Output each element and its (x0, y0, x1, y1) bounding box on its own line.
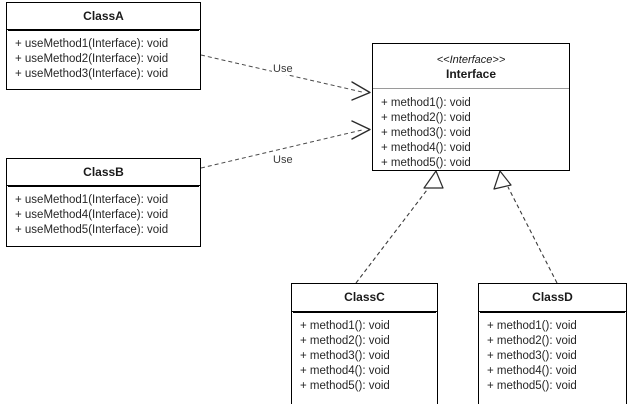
realization-line-classc (355, 185, 431, 284)
classc-header: ClassC (292, 284, 437, 312)
classd-member-2: + method2(): void (487, 335, 577, 347)
classd-title: ClassD (532, 290, 573, 304)
classd-members: + method1(): void + method2(): void + me… (479, 312, 626, 400)
realization-line-classd (507, 186, 558, 284)
interface-member-1: + method1(): void (381, 97, 471, 109)
class-box-interface[interactable]: <<Interface>> Interface + method1(): voi… (372, 43, 570, 171)
classa-title: ClassA (83, 8, 124, 23)
classa-member-2: + useMethod2(Interface): void (15, 53, 169, 65)
classc-member-2: + method2(): void (300, 335, 390, 347)
classb-title: ClassB (83, 164, 124, 179)
classa-members: + useMethod1(Interface): void + useMetho… (7, 30, 200, 88)
classa-member-3: + useMethod3(Interface): void (15, 68, 169, 80)
interface-member-4: + method4(): void (381, 142, 471, 154)
interface-member-3: + method3(): void (381, 127, 471, 139)
interface-member-5: + method5(): void (381, 157, 471, 169)
open-arrowhead-classb (351, 120, 371, 140)
classd-member-5: + method5(): void (487, 380, 577, 392)
realization-classc-to-interface (355, 170, 444, 284)
classc-member-1: + method1(): void (300, 320, 390, 332)
class-box-classd[interactable]: ClassD + method1(): void + method2(): vo… (478, 283, 627, 404)
classc-member-3: + method3(): void (300, 350, 390, 362)
realization-classd-to-interface (493, 170, 558, 284)
interface-member-2: + method2(): void (381, 112, 471, 124)
classa-member-1: + useMethod1(Interface): void (15, 38, 169, 50)
classb-members: + useMethod1(Interface): void + useMetho… (7, 186, 200, 244)
classb-member-2: + useMethod4(Interface): void (15, 209, 169, 221)
class-box-classb[interactable]: ClassB + useMethod1(Interface): void + u… (6, 158, 201, 247)
classa-header: ClassA (7, 3, 200, 30)
interface-header: <<Interface>> Interface (373, 44, 569, 89)
open-arrowhead-classa (351, 81, 371, 101)
dependency-classa-to-interface (200, 54, 371, 101)
relationship-label-use-classa: Use (272, 63, 294, 75)
class-box-classa[interactable]: ClassA + useMethod1(Interface): void + u… (6, 2, 201, 90)
classb-member-3: + useMethod5(Interface): void (15, 224, 169, 236)
classd-member-3: + method3(): void (487, 350, 577, 362)
classd-header: ClassD (479, 284, 626, 312)
relationship-label-use-classb: Use (272, 154, 294, 166)
interface-stereotype: <<Interface>> (436, 53, 506, 66)
classb-member-1: + useMethod1(Interface): void (15, 194, 169, 206)
interface-members: + method1(): void + method2(): void + me… (373, 89, 569, 177)
classc-title: ClassC (344, 290, 385, 304)
classc-members: + method1(): void + method2(): void + me… (292, 312, 437, 400)
classd-member-4: + method4(): void (487, 365, 577, 377)
classd-member-1: + method1(): void (487, 320, 577, 332)
class-box-classc[interactable]: ClassC + method1(): void + method2(): vo… (291, 283, 438, 404)
classc-member-4: + method4(): void (300, 365, 390, 377)
interface-title: Interface (445, 66, 497, 81)
classc-member-5: + method5(): void (300, 380, 390, 392)
classb-header: ClassB (7, 159, 200, 186)
